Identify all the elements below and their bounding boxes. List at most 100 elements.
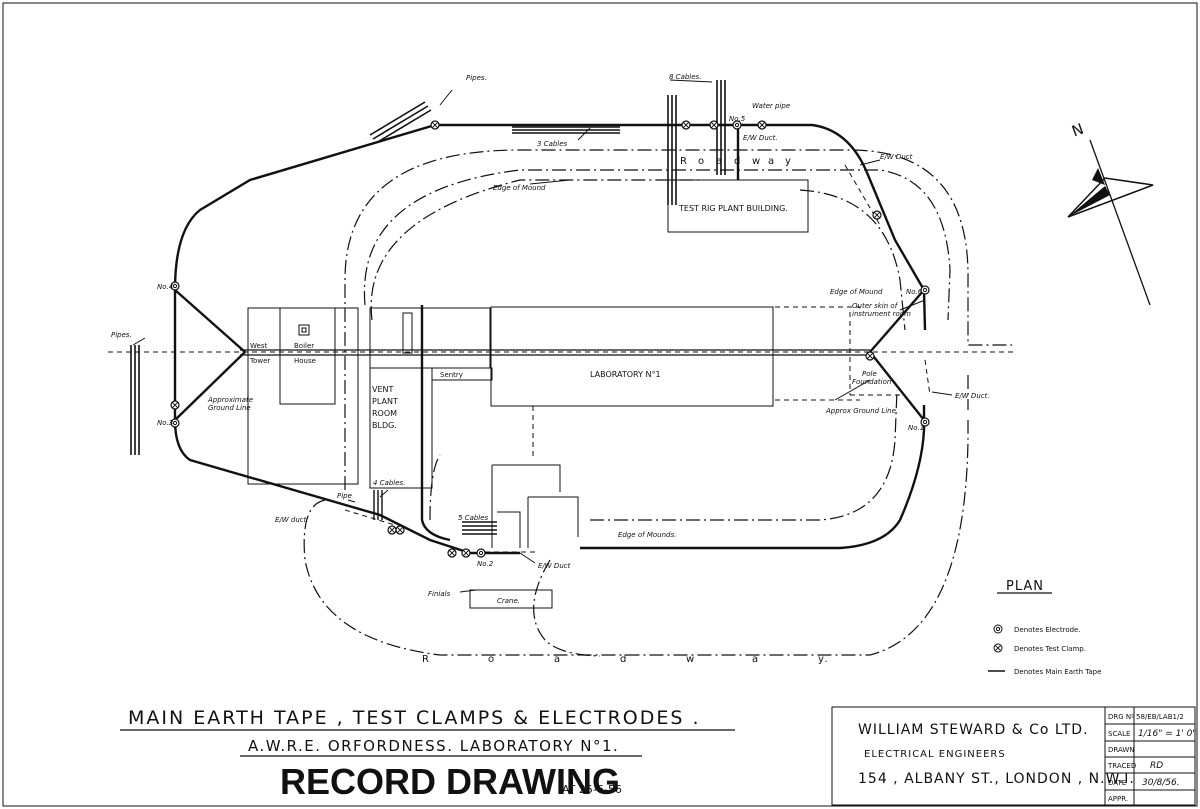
north-arrow: N <box>1067 120 1154 306</box>
label-pole-2: Foundation <box>852 378 891 386</box>
main-earth-tape-south-link <box>420 305 451 542</box>
label-vent-2: PLANT <box>372 397 398 406</box>
crane-base <box>469 589 553 609</box>
test-clamp-cross <box>431 121 439 129</box>
laboratory-no1 <box>490 306 774 407</box>
company-address: 154 , ALBANY ST., LONDON , N.W.I. <box>858 771 1135 787</box>
electrode-4 <box>920 285 930 295</box>
label-ew-duct-sw: E/W duct <box>275 516 307 524</box>
label-crane: Crane. <box>497 597 520 605</box>
label-three-cables: 3 Cables <box>537 140 568 148</box>
five-cables-bundle <box>462 521 497 535</box>
label-approx-ground-right: Approx Ground Line <box>825 407 896 415</box>
electrode-core <box>478 550 484 556</box>
test-clamp-cross <box>866 352 874 360</box>
scale-value: 1/16" = 1' 0" <box>1138 729 1197 739</box>
label-ew-duct-right: E/W Duct. <box>955 392 990 400</box>
title-line-2: A.W.R.E. ORFORDNESS. LABORATORY N°1. <box>248 737 619 755</box>
legend-clamp-icon <box>993 643 1003 653</box>
label-edge-mounds-bottom: Edge of Mounds. <box>618 531 676 539</box>
label-west-tower-1: West <box>250 342 267 350</box>
label-water-pipe: Water pipe <box>752 102 790 110</box>
traced-value: RD <box>1150 761 1163 771</box>
test-clamp-cross <box>873 211 881 219</box>
electrode-3 <box>732 120 742 130</box>
labels: Pipes. 8 Cables. 3 Cables Water pipe No.… <box>111 73 990 665</box>
electrode-core <box>922 287 928 293</box>
label-pipe-small: Pipe <box>337 492 352 500</box>
label-approx-ground-2: Ground Line <box>208 404 251 412</box>
main-earth-tape-east-branch <box>869 289 925 421</box>
label-eight-cables: 8 Cables. <box>669 73 701 81</box>
svg-text:d: d <box>620 654 628 665</box>
legend-main-tape: Denotes Main Earth Tape <box>1014 668 1101 676</box>
legend-title: PLAN <box>1006 579 1044 594</box>
test-clamp-11 <box>865 351 875 361</box>
legend-electrode: Denotes Electrode. <box>1014 626 1081 634</box>
test-clamp-5 <box>872 210 882 220</box>
traced-label: TRACED <box>1107 762 1136 770</box>
electrode-6 <box>476 548 486 558</box>
label-ew-duct-small: E/W Duct. <box>743 134 778 142</box>
label-boiler-1: Boiler <box>294 342 314 350</box>
svg-text:o: o <box>488 654 496 665</box>
title-line-1: MAIN EARTH TAPE , TEST CLAMPS & ELECTROD… <box>128 707 701 729</box>
eight-cables-bundle <box>667 80 726 205</box>
electrode-core <box>172 420 178 426</box>
label-pole-1: Pole <box>862 370 877 378</box>
test-clamp-9 <box>447 548 457 558</box>
test-rig-plant-building <box>667 179 809 233</box>
title-line-3: RECORD DRAWING <box>280 761 620 802</box>
label-outer-skin-1: Outer skin of <box>852 302 899 310</box>
drg-no-label: DRG Nº <box>1108 713 1134 721</box>
vent-plant-room <box>369 367 433 489</box>
three-cables-bundle <box>512 126 620 134</box>
label-no6: No.6 <box>906 288 923 296</box>
boiler-chimney <box>298 324 310 336</box>
electrodes <box>170 120 930 558</box>
test-clamp-cross <box>171 401 179 409</box>
electrode-5 <box>920 417 930 427</box>
boiler-house <box>279 307 336 405</box>
electrode-1 <box>170 281 180 291</box>
label-edge-mound-top: Edge of Mound <box>493 184 546 192</box>
label-no3: No.3 <box>157 419 173 427</box>
label-no5: No.5 <box>729 115 746 123</box>
label-sentry: Sentry <box>440 371 463 379</box>
label-test-rig: TEST RIG PLANT BUILDING. <box>678 204 788 213</box>
electrode-2 <box>170 418 180 428</box>
test-clamp-cross <box>710 121 718 129</box>
test-clamp-cross <box>682 121 690 129</box>
test-clamp-3 <box>709 120 719 130</box>
label-ew-duct-bottom: E/W Duct <box>538 562 571 570</box>
svg-text:w: w <box>686 654 696 665</box>
test-clamp-6 <box>170 400 180 410</box>
title-block: WILLIAM STEWARD & Co LTD. ELECTRICAL ENG… <box>831 706 1197 806</box>
test-clamp-1 <box>430 120 440 130</box>
label-vent-3: ROOM <box>372 409 397 418</box>
drg-no-value: 58/EB/LAB1/2 <box>1136 713 1184 721</box>
instrument-room-outline <box>532 306 905 460</box>
label-pipes-left: Pipes. <box>111 331 132 339</box>
pipes-left-bundle <box>130 345 140 455</box>
test-clamp-cross <box>758 121 766 129</box>
company-name: WILLIAM STEWARD & Co LTD. <box>858 722 1089 738</box>
roadway-bottom-label: R o a d w a y. <box>422 654 828 665</box>
test-clamp-10 <box>461 548 471 558</box>
label-no1: No.1 <box>908 424 924 432</box>
legend-electrode-icon <box>993 624 1003 634</box>
main-earth-tape-west-branch <box>174 289 246 421</box>
label-outer-skin-2: instrument room <box>852 310 911 318</box>
date-value: 30/8/56. <box>1142 778 1180 788</box>
drawing-titles: MAIN EARTH TAPE , TEST CLAMPS & ELECTROD… <box>120 707 735 802</box>
svg-text:d: d <box>734 156 742 167</box>
test-clamps <box>170 120 882 558</box>
test-clamp-cross <box>448 549 456 557</box>
label-no2: No.2 <box>477 560 494 568</box>
roadway-outer <box>303 149 1012 657</box>
svg-text:a: a <box>768 156 776 167</box>
label-vent-4: BLDG. <box>372 421 397 430</box>
electrode-core <box>734 122 740 128</box>
